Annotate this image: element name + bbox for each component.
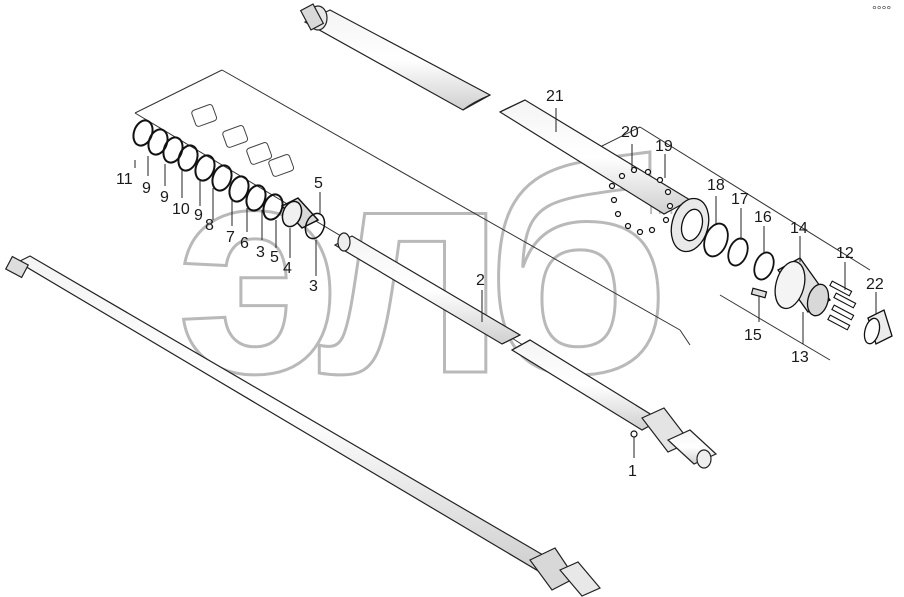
end-cap [863,309,893,345]
label-7: 7 [226,229,235,246]
detail-callouts [191,104,295,177]
lower-rod [4,255,601,597]
label-5a: 5 [270,249,279,266]
label-12: 12 [836,245,854,262]
cylinder-barrel [299,3,692,215]
label-6: 6 [240,235,249,252]
bolt-circle [608,166,674,236]
corner-mark: °°°° [872,3,891,17]
label-19: 19 [655,138,673,155]
label-8: 8 [205,217,214,234]
label-9b: 9 [160,189,169,206]
o-rings [703,222,775,281]
label-1: 1 [628,463,637,480]
grease-nipple [630,430,638,438]
part-labels: 21 20 19 18 17 16 14 12 22 15 13 2 1 11 … [116,88,884,480]
label-15: 15 [744,327,762,344]
label-3b: 3 [309,278,318,295]
label-17: 17 [731,191,749,208]
label-5b: 5 [314,175,323,192]
grease-fitting [750,287,768,299]
label-20: 20 [621,124,639,141]
head-flange [670,197,710,253]
label-3a: 3 [256,244,265,261]
label-14: 14 [790,220,808,237]
cylinder-head [774,257,831,317]
seal-rings [132,119,284,221]
label-21: 21 [546,88,564,105]
label-18: 18 [707,177,725,194]
label-13: 13 [791,349,809,366]
piston-rod [333,232,718,469]
label-16: 16 [754,209,772,226]
gland-bushing [280,197,326,240]
head-bolts [827,280,857,331]
label-11: 11 [116,171,133,188]
label-9c: 9 [194,207,203,224]
label-9a: 9 [142,180,151,197]
label-4: 4 [283,260,292,277]
label-22: 22 [866,276,884,293]
leader-lines [134,108,877,458]
label-10: 10 [172,201,190,218]
label-2: 2 [476,272,485,289]
